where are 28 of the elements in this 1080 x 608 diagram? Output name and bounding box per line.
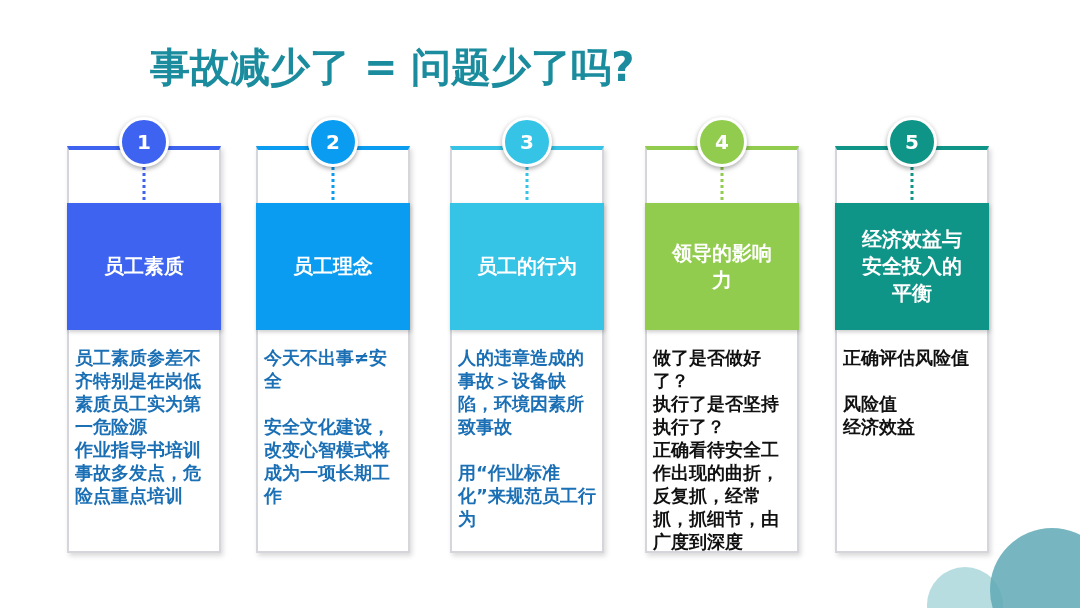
category-box: 经济效益与安全投入的平衡 <box>835 203 989 330</box>
body-text: 风险值 <box>843 392 898 416</box>
body-text: 做了是否做好了？ <box>653 346 762 393</box>
body-text: 经济效益 <box>843 415 916 439</box>
title: 事故减少了 = 问题少了吗? <box>150 43 635 92</box>
category-box: 领导的影响力 <box>645 203 799 330</box>
number-circle: 3 <box>502 117 552 167</box>
connector-line <box>142 167 146 203</box>
category-box: 员工的行为 <box>450 203 604 330</box>
connector-line <box>720 167 724 203</box>
body-text: 作业指导书培训事故多发点，危险点重点培训 <box>75 438 202 508</box>
body-text: 人的违章造成的事故＞设备缺陷，环境因素所致事故 <box>458 346 585 439</box>
body-text: 员工素质参差不齐特别是在岗低素质员工实为第一危险源 <box>75 346 202 439</box>
connector-line <box>331 167 335 203</box>
connector-line <box>910 167 914 203</box>
body-text: 正确看待安全工作出现的曲折，反复抓，经常抓，抓细节，由广度到深度 <box>653 438 780 554</box>
connector-line <box>525 167 529 203</box>
body-text: 今天不出事≠安全 <box>264 346 389 393</box>
category-box: 员工素质 <box>67 203 221 330</box>
number-circle: 1 <box>119 117 169 167</box>
body-text: 正确评估风险值 <box>843 346 970 370</box>
category-box: 员工理念 <box>256 203 410 330</box>
body-text: 执行了是否坚持执行了？ <box>653 392 780 439</box>
number-circle: 5 <box>887 117 937 167</box>
body-text: 安全文化建设，改变心智模式将成为一项长期工作 <box>264 415 391 508</box>
number-circle: 4 <box>697 117 747 167</box>
body-text: 用“作业标准化”来规范员工行为 <box>458 461 597 531</box>
number-circle: 2 <box>308 117 358 167</box>
